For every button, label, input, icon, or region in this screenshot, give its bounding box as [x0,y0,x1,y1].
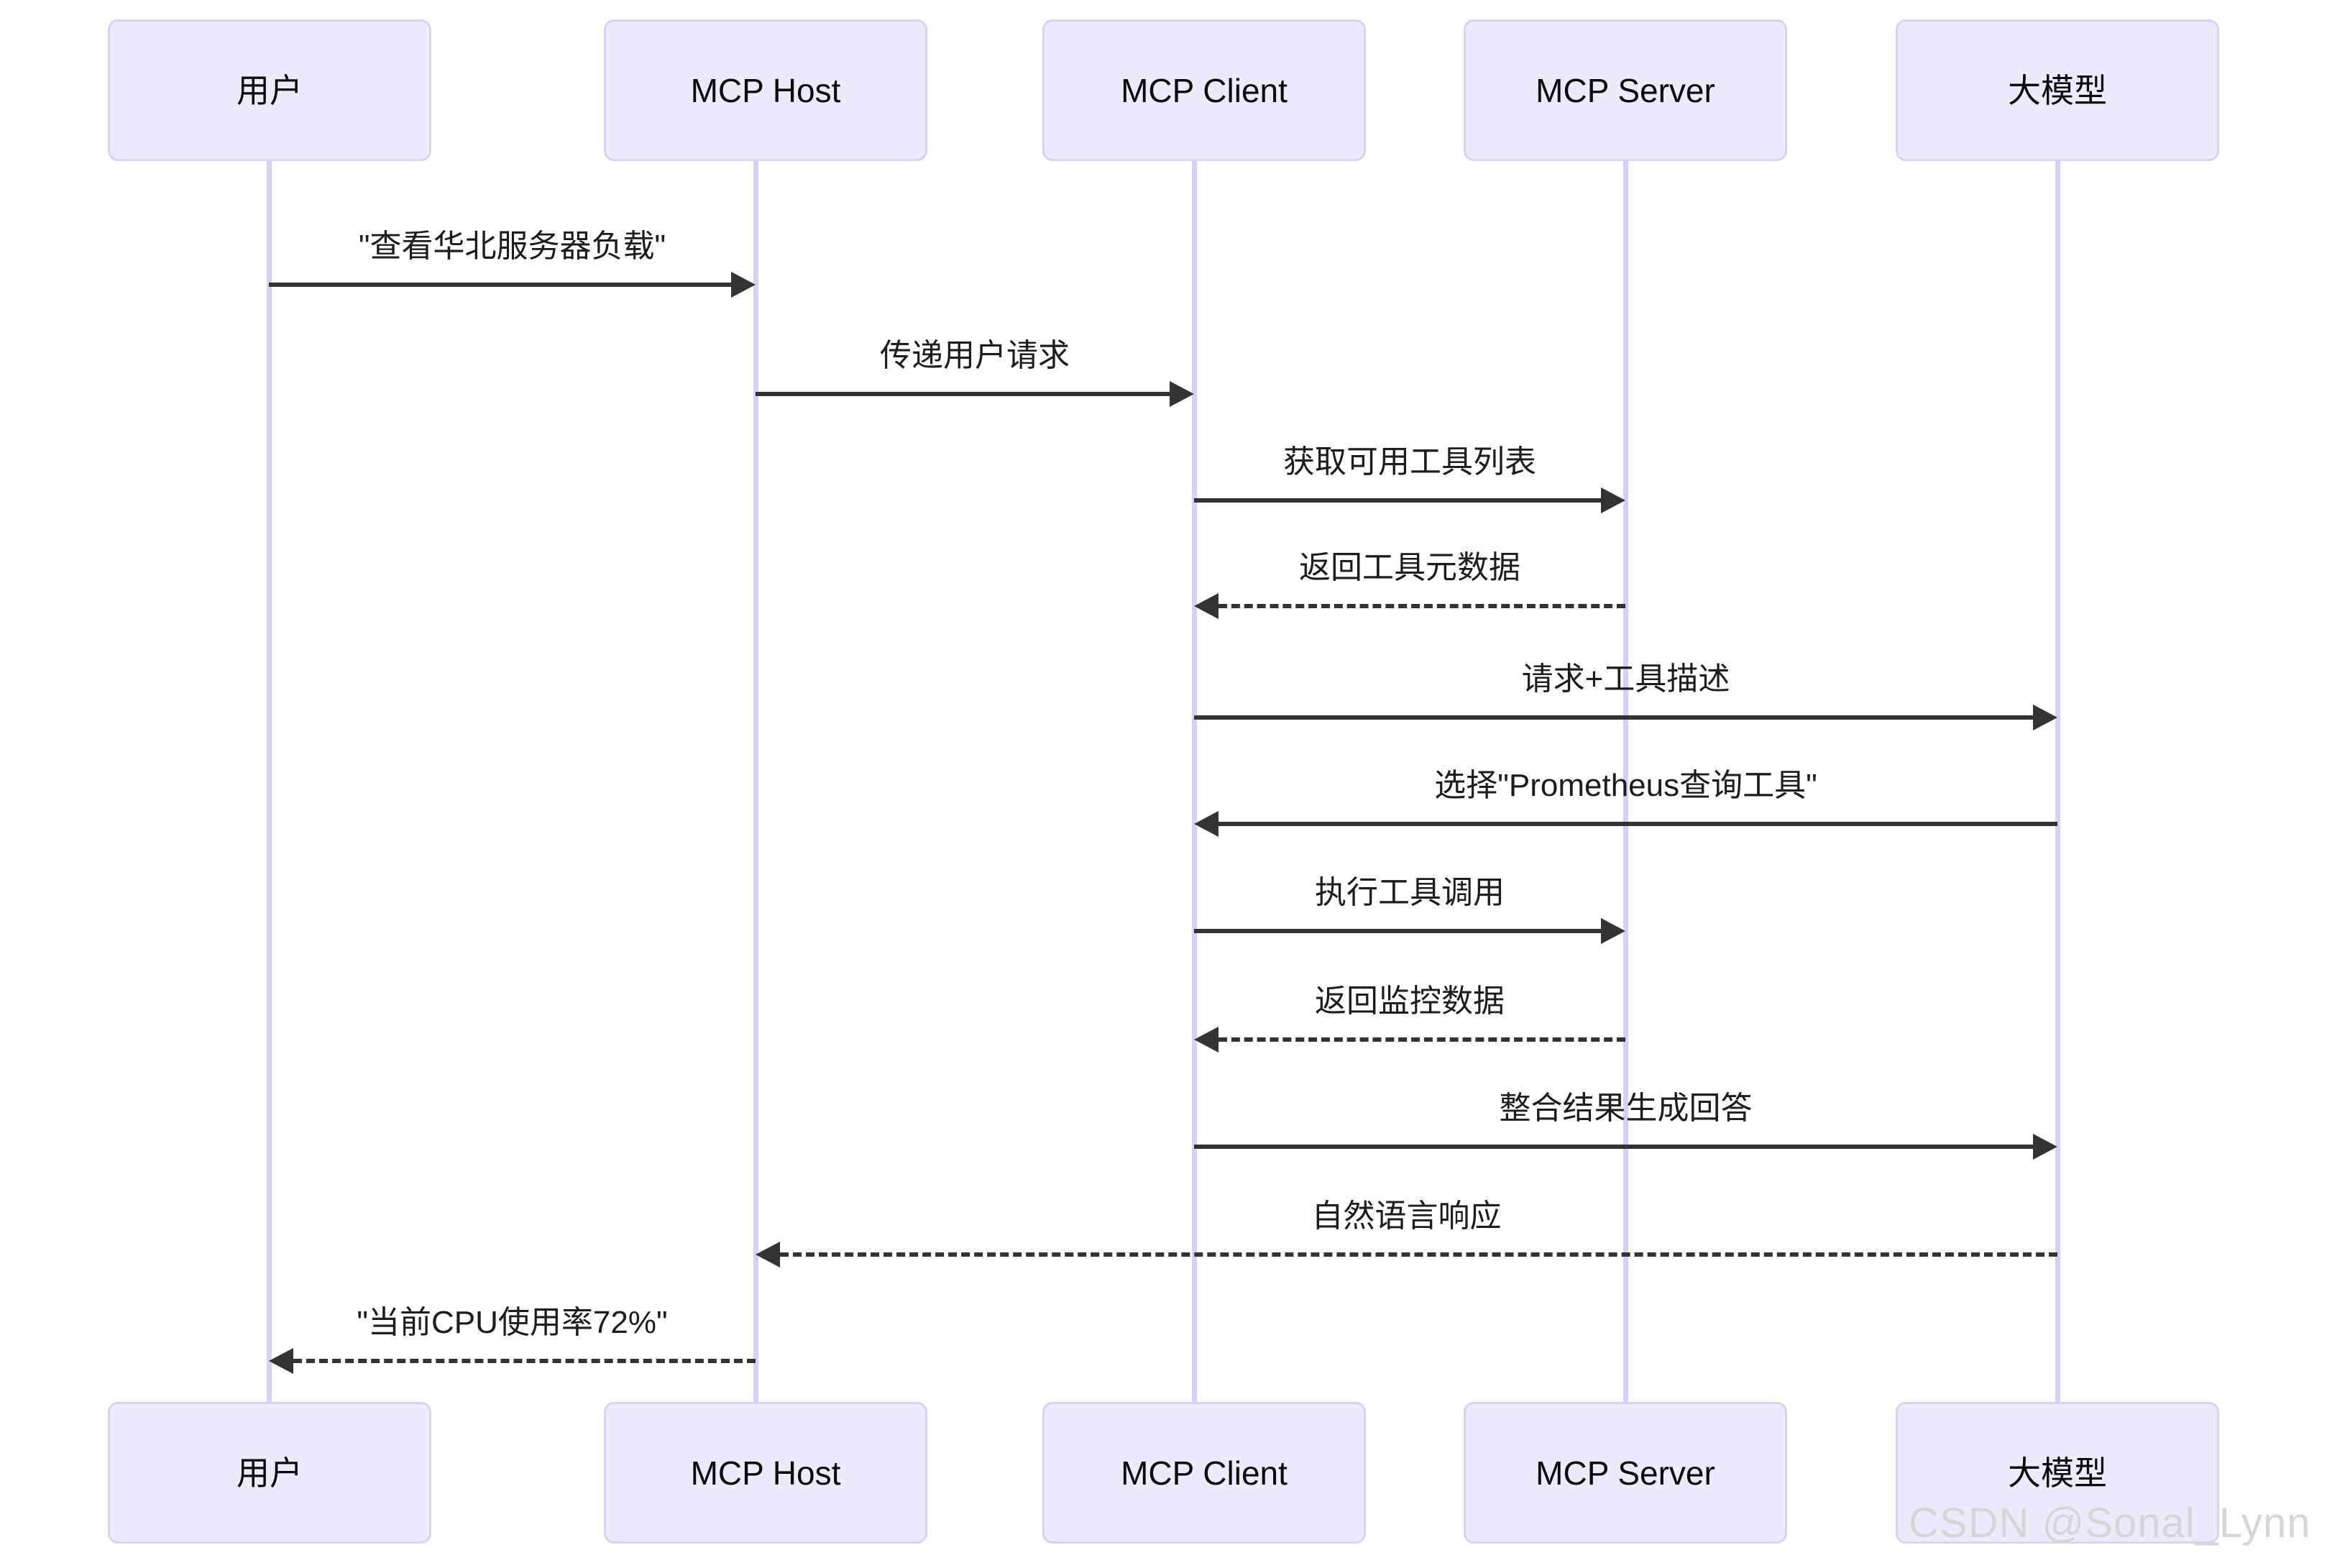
actor-box-mcp_host-bottom[interactable]: MCP Host [604,1402,927,1544]
actor-box-user-top[interactable]: 用户 [108,19,431,161]
actor-label-mcp_host-bottom: MCP Host [690,1454,841,1492]
message-line-7 [1194,929,1601,933]
message-line-2 [756,392,1170,396]
message-arrowhead-1 [731,272,756,298]
message-arrowhead-11 [269,1348,293,1374]
actor-box-user-bottom[interactable]: 用户 [108,1402,431,1544]
message-label-1: "查看华北服务器负载" [358,229,666,264]
actor-box-llm-bottom[interactable]: 大模型 [1896,1402,2219,1544]
message-line-8 [1218,1037,1625,1042]
message-arrowhead-6 [1194,811,1218,837]
actor-label-mcp_client-top: MCP Client [1121,71,1288,109]
message-line-1 [269,283,731,287]
message-label-10: 自然语言响应 [1311,1198,1502,1234]
actor-label-llm-top: 大模型 [2008,71,2107,109]
message-arrowhead-4 [1194,593,1218,619]
message-arrowhead-7 [1601,918,1625,944]
message-label-8: 返回监控数据 [1315,984,1505,1019]
message-line-5 [1194,715,2033,720]
actor-label-mcp_host-top: MCP Host [690,71,841,109]
message-line-11 [293,1359,756,1363]
actor-box-mcp_host-top[interactable]: MCP Host [604,19,927,161]
message-arrowhead-8 [1194,1027,1218,1053]
lifeline-mcp_client [1192,161,1197,1402]
actor-box-llm-top[interactable]: 大模型 [1896,19,2219,161]
message-arrowhead-9 [2033,1134,2057,1160]
message-line-9 [1194,1145,2033,1149]
actor-box-mcp_client-top[interactable]: MCP Client [1042,19,1366,161]
message-arrowhead-5 [2033,705,2057,730]
actor-label-user-bottom: 用户 [237,1454,303,1492]
lifeline-mcp_host [753,161,758,1402]
message-label-7: 执行工具调用 [1315,875,1505,910]
message-arrowhead-2 [1170,381,1194,407]
message-label-9: 整合结果生成回答 [1499,1091,1753,1126]
message-label-4: 返回工具元数据 [1299,550,1520,585]
lifeline-user [267,161,272,1402]
message-line-6 [1218,822,2057,826]
actor-label-user-top: 用户 [237,71,303,109]
lifeline-mcp_server [1623,161,1628,1402]
actor-box-mcp_client-bottom[interactable]: MCP Client [1042,1402,1366,1544]
actor-label-mcp_server-top: MCP Server [1536,71,1715,109]
actor-box-mcp_server-top[interactable]: MCP Server [1464,19,1787,161]
message-label-2: 传递用户请求 [880,338,1070,373]
message-line-4 [1218,604,1625,608]
message-label-3: 获取可用工具列表 [1283,444,1536,480]
actor-label-mcp_client-bottom: MCP Client [1121,1454,1288,1492]
actor-label-mcp_server-bottom: MCP Server [1536,1454,1715,1492]
actor-label-llm-bottom: 大模型 [2008,1454,2107,1492]
message-arrowhead-3 [1601,487,1625,513]
message-label-6: 选择"Prometheus查询工具" [1434,768,1817,803]
message-label-11: "当前CPU使用率72%" [357,1305,668,1340]
watermark-text: CSDN @Sonal_Lynn [1909,1500,2311,1546]
actor-box-mcp_server-bottom[interactable]: MCP Server [1464,1402,1787,1544]
message-arrowhead-10 [756,1242,780,1267]
lifeline-llm [2055,161,2060,1402]
message-label-5: 请求+工具描述 [1521,661,1730,697]
message-line-10 [780,1252,2057,1257]
message-line-3 [1194,498,1601,503]
